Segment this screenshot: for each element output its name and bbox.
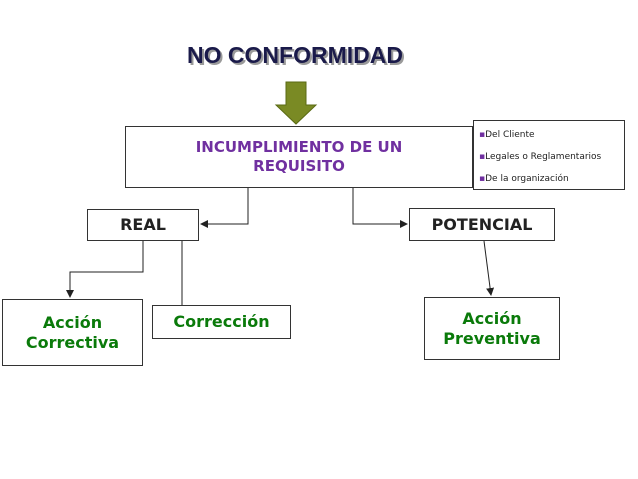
requirement-line-1: INCUMPLIMIENTO DE UN — [195, 138, 403, 157]
connector-main-potencial — [352, 188, 408, 228]
bullet-icon: ▪ — [479, 152, 486, 162]
note-item: ▪Legales o Reglamentarios — [479, 146, 624, 168]
connector-potencial-preventiva — [483, 240, 495, 296]
bullet-icon: ▪ — [479, 174, 486, 184]
potencial-label: POTENCIAL — [431, 214, 533, 234]
corrective-action-text: Acción Correctiva — [26, 313, 119, 353]
bullet-icon: ▪ — [479, 130, 486, 140]
down-arrow-icon — [274, 81, 318, 125]
correction-box: Corrección — [152, 305, 291, 339]
real-label: REAL — [120, 215, 166, 234]
title-text: NO CONFORMIDAD — [187, 41, 403, 68]
corrective-action-line-1: Acción — [42, 312, 103, 332]
preventive-action-line-2: Preventiva — [443, 328, 541, 348]
correction-label: Corrección — [173, 312, 270, 331]
note-item: ▪De la organización — [479, 168, 624, 190]
real-box: REAL — [87, 209, 199, 241]
note-text: Del Cliente — [485, 130, 535, 140]
corrective-action-line-2: Correctiva — [25, 332, 120, 352]
potencial-box: POTENCIAL — [409, 208, 555, 241]
note-text: De la organización — [485, 174, 569, 184]
preventive-action-line-1: Acción — [462, 308, 522, 328]
requirement-line-2: REQUISITO — [253, 157, 345, 175]
diagram-title: NO CONFORMIDAD — [150, 38, 440, 72]
note-text: Legales o Reglamentarios — [485, 152, 602, 162]
requirement-sources-box: ▪Del Cliente ▪Legales o Reglamentarios ▪… — [473, 120, 625, 190]
requirement-text: INCUMPLIMIENTO DE UN REQUISITO — [196, 138, 403, 176]
requirement-box: INCUMPLIMIENTO DE UN REQUISITO — [125, 126, 473, 188]
connector-real-correctiva — [66, 241, 144, 298]
connector-main-real — [200, 188, 249, 228]
note-item: ▪Del Cliente — [479, 124, 624, 146]
preventive-action-text: Acción Preventiva — [443, 309, 541, 349]
corrective-action-box: Acción Correctiva — [2, 299, 143, 366]
preventive-action-box: Acción Preventiva — [424, 297, 560, 360]
